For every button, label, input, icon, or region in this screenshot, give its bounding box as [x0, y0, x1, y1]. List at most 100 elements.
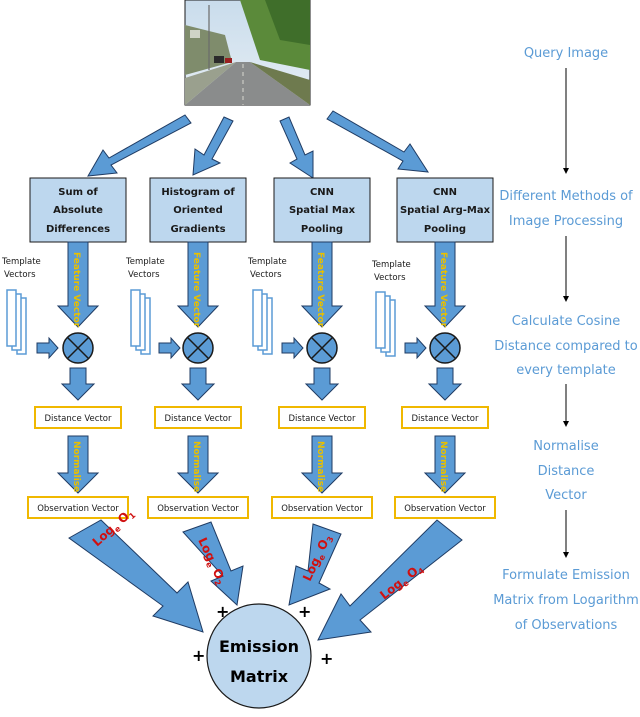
- template-vectors-stack: [6, 289, 27, 355]
- log-arrow-3: [288, 523, 342, 606]
- log-2-o: O: [208, 562, 227, 581]
- method-box-1: Sum of Absolute Differences: [29, 177, 127, 243]
- log-1-sub: e: [113, 524, 123, 535]
- multiply-operator: [182, 332, 214, 364]
- log-1-idx: 1: [127, 510, 137, 521]
- column-2: Template Vectors Feature Vector Distance…: [125, 241, 249, 519]
- normalise-arrow: [423, 435, 467, 494]
- step-arrow-head: [563, 168, 569, 174]
- log-arrow-1: [68, 519, 204, 633]
- step-normalise-line1: Normalise: [533, 439, 598, 454]
- step-emission-line3: of Observations: [515, 618, 618, 633]
- log-2-idx: 2: [212, 578, 223, 587]
- column-4: Template Vectors Feature Vector Distance…: [371, 241, 496, 519]
- image-to-method-arrows: [87, 110, 429, 179]
- observation-vector-label: Observation Vector: [157, 504, 239, 514]
- method-box-3: CNN Spatial Max Pooling: [273, 177, 371, 243]
- method-1-line1: Sum of: [58, 187, 98, 198]
- template-label-line2: Vectors: [128, 270, 160, 280]
- query-image: [184, 0, 311, 106]
- step-emission-line1: Formulate Emission: [502, 568, 630, 583]
- feature-vector-label: Feature Vector: [191, 252, 201, 328]
- method-2-line2: Oriented: [173, 205, 222, 216]
- template-arrow: [158, 336, 181, 360]
- step-emission-line2: Matrix from Logarithm: [493, 593, 639, 608]
- step-query-image: Query Image: [524, 46, 608, 61]
- to-distance-arrow: [427, 367, 463, 401]
- arrow-to-method-1: [87, 114, 192, 177]
- normalise-label: Normalise: [191, 441, 201, 492]
- emission-matrix: Emission Matrix: [206, 603, 312, 709]
- method-2-line1: Histogram of: [161, 187, 235, 198]
- log-4-sub: e: [401, 578, 411, 589]
- step-normalise-line3: Vector: [545, 488, 587, 503]
- normalise-arrow: [56, 435, 100, 494]
- column-3: Template Vectors Feature Vector Distance…: [247, 241, 373, 519]
- log-4-idx: 4: [416, 566, 426, 577]
- step-methods-line2: Image Processing: [509, 214, 623, 229]
- log-arrow-4: [317, 519, 463, 641]
- to-distance-arrow: [180, 367, 216, 401]
- template-vectors-stack: [375, 291, 396, 357]
- method-4-line2: Spatial Arg-Max: [400, 205, 491, 216]
- method-3-line3: Pooling: [301, 224, 343, 235]
- distance-vector-label: Distance Vector: [289, 414, 356, 424]
- emission-line1: Emission: [219, 637, 299, 656]
- multiply-operator: [306, 332, 338, 364]
- feature-vector-arrow: [423, 241, 467, 328]
- template-label-line1: Template: [247, 257, 287, 267]
- plus-sign-3: +: [298, 602, 311, 621]
- template-arrow: [404, 336, 427, 360]
- arrow-to-method-4: [326, 110, 429, 173]
- log-3-sub: e: [317, 553, 328, 562]
- method-1-line3: Differences: [46, 224, 110, 235]
- method-1-line2: Absolute: [53, 205, 103, 216]
- step-arrow-head: [563, 296, 569, 302]
- column-1: Template Vectors Feature Vector Distance…: [1, 241, 129, 519]
- log-4-o: O: [401, 564, 421, 584]
- normalise-label: Normalise: [315, 441, 325, 492]
- distance-vector-label: Distance Vector: [412, 414, 479, 424]
- arrow-to-method-2: [192, 116, 234, 176]
- step-methods-line1: Different Methods of: [499, 189, 633, 204]
- feature-vector-arrow: [176, 241, 220, 328]
- template-arrow: [281, 336, 304, 360]
- distance-vector-label: Distance Vector: [45, 414, 112, 424]
- template-vectors-stack: [130, 289, 151, 355]
- method-2-line3: Gradients: [170, 224, 225, 235]
- feature-vector-arrow: [300, 241, 344, 328]
- template-label-line2: Vectors: [374, 273, 406, 283]
- observation-vector-label: Observation Vector: [404, 504, 486, 514]
- step-cosine-line1: Calculate Cosine: [512, 314, 621, 329]
- plus-sign-4: +: [320, 649, 333, 668]
- step-arrow-head: [563, 421, 569, 427]
- method-4-line3: Pooling: [424, 224, 466, 235]
- method-box-2: Histogram of Oriented Gradients: [149, 177, 247, 243]
- feature-vector-arrow: [56, 241, 100, 328]
- step-cosine-line3: every template: [516, 363, 616, 378]
- observation-vector-label: Observation Vector: [281, 504, 363, 514]
- method-3-line2: Spatial Max: [289, 205, 356, 216]
- method-4-line1: CNN: [433, 187, 457, 198]
- feature-vector-label: Feature Vector: [315, 252, 325, 328]
- feature-vector-label: Feature Vector: [71, 252, 81, 328]
- template-label-line2: Vectors: [4, 270, 36, 280]
- template-label-line1: Template: [1, 257, 41, 267]
- template-vectors-stack: [252, 289, 273, 355]
- method-3-line1: CNN: [310, 187, 334, 198]
- template-label-line1: Template: [371, 260, 411, 270]
- template-label-line1: Template: [125, 257, 165, 267]
- to-distance-arrow: [60, 367, 96, 401]
- to-distance-arrow: [304, 367, 340, 401]
- log-2-sub: e: [204, 560, 215, 569]
- plus-sign-1: +: [192, 646, 205, 665]
- step-cosine-line2: Distance compared to: [494, 339, 637, 354]
- normalise-arrow: [176, 435, 220, 494]
- process-steps: Query Image Different Methods of Image P…: [493, 46, 639, 633]
- step-normalise-line2: Distance: [538, 464, 595, 479]
- log-3-o: O: [313, 537, 332, 556]
- template-label-line2: Vectors: [250, 270, 282, 280]
- normalise-arrow: [300, 435, 344, 494]
- step-arrow-head: [563, 552, 569, 558]
